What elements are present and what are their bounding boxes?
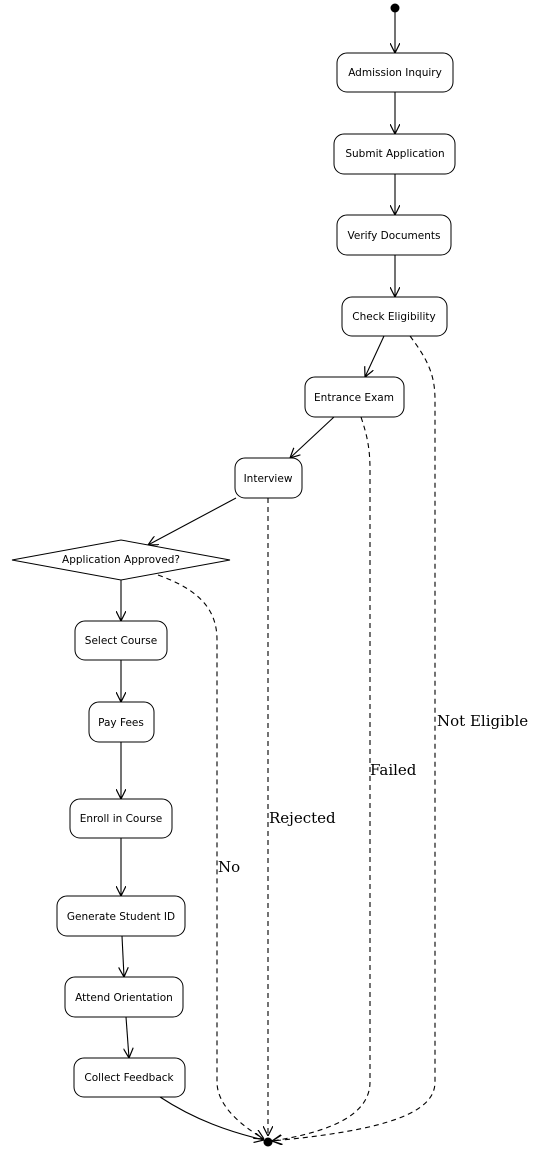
edge-collect-feedback-to-end: [159, 1096, 264, 1140]
node-select-course: Select Course: [74, 620, 168, 661]
node-verify-documents: Verify Documents: [336, 214, 452, 256]
end-node: [263, 1137, 273, 1147]
node-label: Submit Application: [345, 148, 444, 160]
node-interview: Interview: [234, 457, 303, 499]
node-generate-student-id: Generate Student ID: [56, 895, 186, 937]
node-label: Application Approved?: [62, 554, 180, 566]
edge-label-failed: Failed: [370, 761, 417, 779]
node-label: Enroll in Course: [80, 813, 163, 825]
node-admission-inquiry: Admission Inquiry: [336, 52, 454, 93]
start-node: [390, 3, 400, 13]
node-attend-orientation: Attend Orientation: [64, 976, 184, 1018]
node-label: Check Eligibility: [352, 311, 435, 323]
edge-application-approved-no: [157, 574, 264, 1139]
edge-entrance-exam-failed: [272, 416, 371, 1141]
node-label: Entrance Exam: [314, 392, 394, 404]
node-label: Generate Student ID: [67, 911, 175, 923]
node-submit-application: Submit Application: [333, 133, 456, 175]
edge-label-not-eligible: Not Eligible: [437, 712, 528, 730]
node-entrance-exam: Entrance Exam: [304, 376, 405, 418]
edge-generate-student-id-to-attend-orientation: [122, 935, 124, 977]
edge-label-rejected: Rejected: [269, 809, 336, 827]
node-label: Collect Feedback: [84, 1072, 174, 1084]
node-label: Attend Orientation: [75, 992, 173, 1004]
node-application-approved: Application Approved?: [11, 539, 231, 581]
edges: [121, 12, 436, 1141]
edge-interview-to-application-approved: [148, 497, 237, 545]
edge-check-eligibility-to-entrance-exam: [365, 335, 385, 377]
node-label: Pay Fees: [98, 717, 144, 729]
node-label: Interview: [244, 473, 293, 485]
edge-attend-orientation-to-collect-feedback: [126, 1016, 129, 1058]
node-check-eligibility: Check Eligibility: [341, 296, 448, 337]
node-pay-fees: Pay Fees: [88, 701, 155, 743]
edge-check-eligibility-not-eligible: [272, 335, 436, 1141]
node-label: Admission Inquiry: [348, 67, 442, 79]
edge-entrance-exam-to-interview: [290, 416, 335, 458]
node-enroll-in-course: Enroll in Course: [69, 798, 173, 839]
node-label: Select Course: [85, 635, 157, 647]
node-label: Verify Documents: [348, 230, 441, 242]
edge-label-no: No: [218, 858, 240, 876]
edge-labels: Not Eligible Failed Rejected No: [218, 712, 528, 876]
node-collect-feedback: Collect Feedback: [73, 1057, 186, 1098]
